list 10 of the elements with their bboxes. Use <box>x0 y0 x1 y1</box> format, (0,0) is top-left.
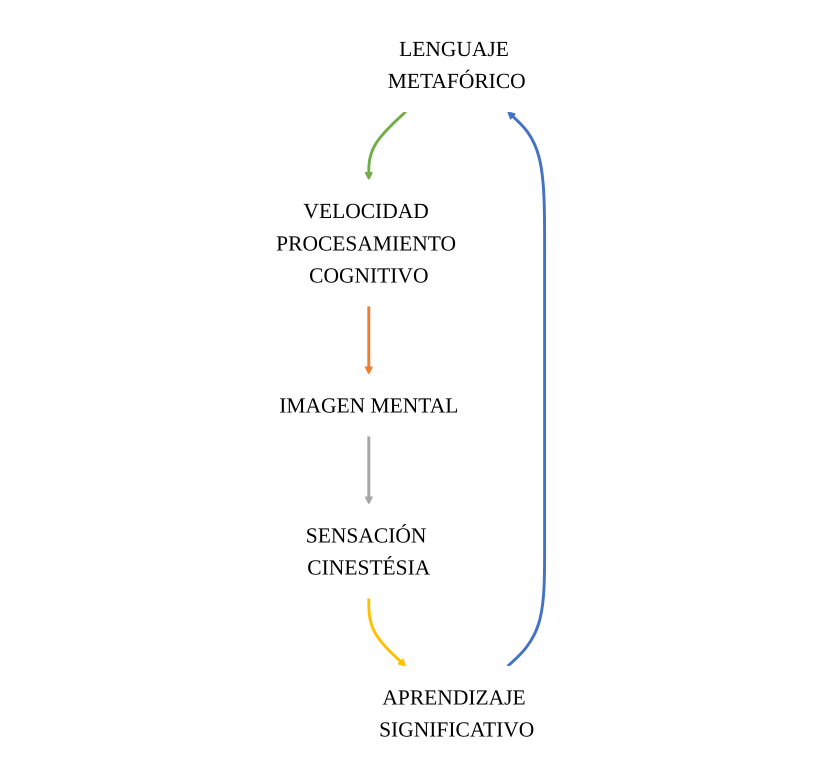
arrow <box>364 436 373 505</box>
arrow <box>506 111 546 668</box>
arrow <box>367 598 406 667</box>
arrow <box>364 306 373 375</box>
node-text: APRENDIZAJE SIGNIFICATIVO <box>378 684 534 742</box>
node-text: SENSACIÓN CINESTÉSIA <box>306 522 430 580</box>
node-text: LENGUAJE METAFÓRICO <box>387 36 526 94</box>
arrow <box>364 110 407 180</box>
node-text: IMAGEN MENTAL <box>278 392 458 418</box>
node-text: VELOCIDAD PROCESAMIENTO COGNITIVO <box>276 198 456 288</box>
